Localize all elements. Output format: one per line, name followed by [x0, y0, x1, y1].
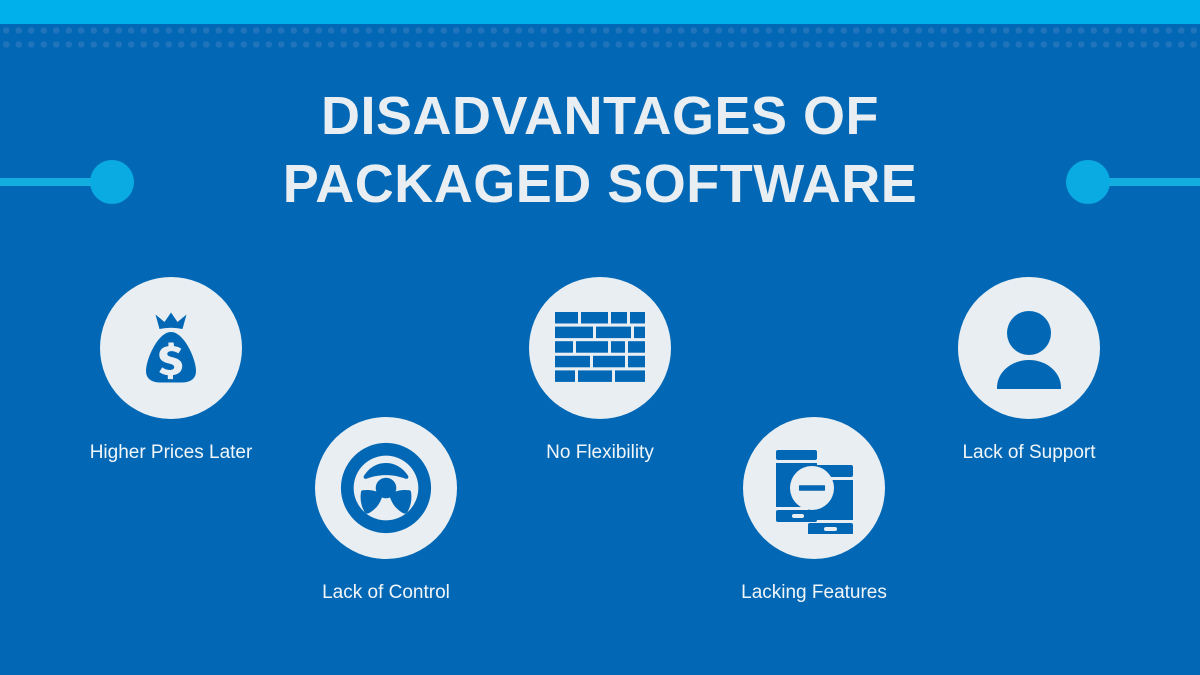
page-title-line-2: PACKAGED SOFTWARE: [282, 154, 918, 214]
item-no-flexibility: No Flexibility: [470, 277, 730, 465]
brick-wall-icon: [555, 312, 645, 382]
steering-wheel-icon: [340, 442, 432, 534]
left-line-decoration: [0, 160, 134, 204]
left-decoration-circle: [90, 160, 134, 204]
item-label: Lack of Support: [962, 442, 1096, 463]
item-label: No Flexibility: [546, 442, 654, 463]
page-title-line-1: DISADVANTAGES OF: [320, 86, 880, 146]
page-title: DISADVANTAGES OF PACKAGED SOFTWARE: [0, 82, 1200, 218]
item-label: Higher Prices Later: [89, 442, 253, 463]
right-line-decoration: [1066, 160, 1200, 204]
icon-bubble: [529, 277, 671, 419]
icon-bubble: [958, 277, 1100, 419]
money-bag-icon: [146, 312, 196, 383]
item-label: Lack of Control: [322, 582, 450, 603]
icon-bubble: [743, 417, 885, 559]
item-label: Lacking Features: [741, 582, 887, 603]
item-higher-prices-later: Higher Prices Later: [41, 277, 301, 465]
person-icon: [997, 311, 1061, 389]
devices-minus-icon: [776, 450, 853, 534]
icon-bubble: [315, 417, 457, 559]
dot-pattern-band: [0, 24, 1200, 52]
icon-bubble: [100, 277, 242, 419]
item-lack-of-control: Lack of Control: [256, 417, 516, 605]
item-lack-of-support: Lack of Support: [899, 277, 1159, 465]
item-lacking-features: Lacking Features: [684, 417, 944, 605]
left-decoration-line: [0, 178, 112, 186]
right-decoration-line: [1088, 178, 1200, 186]
top-accent-bar: [0, 0, 1200, 24]
right-decoration-circle: [1066, 160, 1110, 204]
